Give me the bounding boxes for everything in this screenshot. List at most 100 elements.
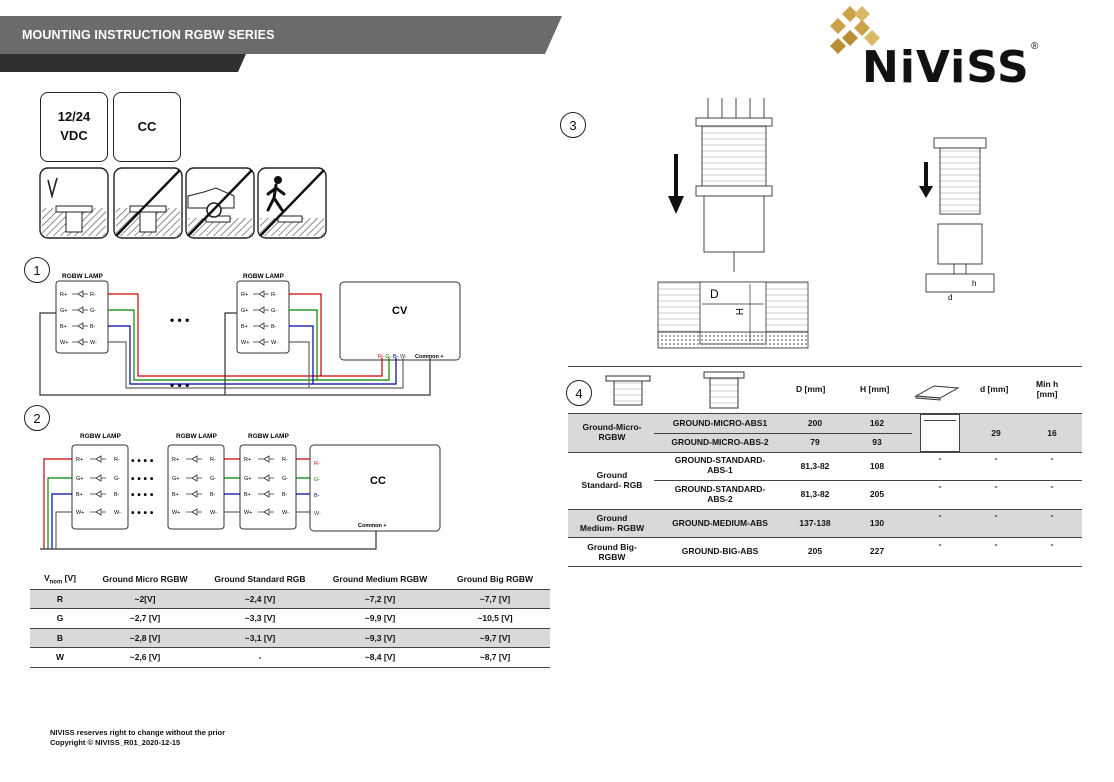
svg-text:W+: W+ bbox=[76, 510, 84, 516]
svg-text:R+: R+ bbox=[172, 457, 179, 463]
svg-text:R-: R- bbox=[114, 457, 120, 463]
step-4-number: 4 bbox=[566, 380, 592, 406]
dim-d: d bbox=[948, 293, 952, 302]
table-row: G~2,7 [V]~3,3 [V]~9,9 [V]~10,5 [V] bbox=[30, 608, 550, 629]
svg-text:B-: B- bbox=[210, 492, 216, 498]
svg-text:R-: R- bbox=[271, 292, 277, 298]
table-row-medium bbox=[568, 509, 1082, 538]
svg-text:Common +: Common + bbox=[358, 523, 387, 529]
current-spec-box: CC bbox=[113, 92, 181, 162]
svg-text:G-: G- bbox=[210, 476, 216, 482]
no-drive-over-icon bbox=[113, 167, 183, 239]
svg-text:R-: R- bbox=[282, 457, 288, 463]
svg-text:G-: G- bbox=[314, 477, 320, 483]
svg-text:B-: B- bbox=[314, 493, 320, 499]
svg-text:G+: G+ bbox=[60, 308, 68, 314]
dim-H: H bbox=[733, 308, 744, 315]
step-2-number: 2 bbox=[24, 405, 50, 431]
svg-text:R+: R+ bbox=[76, 457, 83, 463]
svg-text:G+: G+ bbox=[172, 476, 180, 482]
svg-text:R+: R+ bbox=[241, 292, 248, 298]
svg-text:W-: W- bbox=[114, 510, 121, 516]
col-d-header: d [mm] bbox=[980, 384, 1009, 394]
col-D-header: D [mm] bbox=[796, 384, 826, 394]
lamp1-label: RGBW LAMP bbox=[62, 273, 103, 280]
svg-text:W-: W- bbox=[271, 340, 278, 346]
svg-text:G-: G- bbox=[282, 476, 288, 482]
svg-text:B+: B+ bbox=[76, 492, 83, 498]
brand-logo: NiViSS bbox=[862, 42, 1030, 93]
dim-D: D bbox=[710, 287, 719, 301]
lamp-thumbnail-tall bbox=[703, 371, 745, 409]
page-title: MOUNTING INSTRUCTION RGBW SERIES bbox=[22, 28, 275, 42]
step-1-number: 1 bbox=[24, 257, 50, 283]
svg-text:G-: G- bbox=[271, 308, 277, 314]
svg-text:B+: B+ bbox=[244, 492, 251, 498]
svg-text:• • • •: • • • • bbox=[131, 456, 154, 467]
svg-text:RGBW LAMP: RGBW LAMP bbox=[176, 433, 217, 440]
footer-note: NIVISS reserves right to change without … bbox=[50, 728, 226, 747]
svg-text:W+: W+ bbox=[244, 510, 252, 516]
svg-text:B+: B+ bbox=[172, 492, 179, 498]
cv-wiring-diagram: RGBW LAMP RGBW LAMP R+R- G+G- B+B- W+W- … bbox=[39, 273, 461, 396]
chain-dots: • • • bbox=[170, 313, 189, 327]
walk-over-ok-icon bbox=[39, 167, 109, 239]
registered-mark: ® bbox=[1031, 41, 1039, 52]
cover-thumbnail bbox=[914, 385, 960, 401]
col-H-header: H [mm] bbox=[860, 384, 890, 394]
table-row: B~2,8 [V]~3,1 [V]~9,3 [V]~9,7 [V] bbox=[30, 628, 550, 648]
cv-driver-label: CV bbox=[392, 305, 408, 317]
voltage-table: Vnom [V] Ground Micro RGBW Ground Standa… bbox=[30, 570, 550, 668]
svg-text:G+: G+ bbox=[244, 476, 252, 482]
svg-text:W-: W- bbox=[282, 510, 289, 516]
no-car-icon bbox=[185, 167, 255, 239]
svg-text:W+: W+ bbox=[60, 340, 68, 346]
group-big: Ground Big- RGBW bbox=[587, 542, 637, 562]
svg-text:B-: B- bbox=[114, 492, 120, 498]
svg-text:R+: R+ bbox=[244, 457, 251, 463]
vnom-header: Vnom [V] bbox=[43, 572, 77, 586]
table-row: W~2,6 [V]-~8,4 [V]~8,7 [V] bbox=[30, 647, 550, 668]
svg-text:G-: G- bbox=[90, 308, 96, 314]
pedestrian-no-icon bbox=[257, 167, 327, 239]
svg-text:W-: W- bbox=[314, 511, 321, 517]
svg-text:• • • •: • • • • bbox=[131, 474, 154, 485]
svg-text:G-: G- bbox=[114, 476, 120, 482]
svg-text:R- G- B- W-: R- G- B- W- bbox=[378, 354, 407, 360]
svg-text:R-: R- bbox=[314, 461, 320, 467]
svg-text:R-: R- bbox=[210, 457, 216, 463]
svg-text:W-: W- bbox=[90, 340, 97, 346]
header-banner bbox=[0, 16, 562, 54]
svg-text:B-: B- bbox=[271, 324, 277, 330]
usage-icons-row bbox=[39, 167, 327, 239]
table-row-micro bbox=[568, 413, 1082, 453]
svg-text:W+: W+ bbox=[172, 510, 180, 516]
mounting-diagram: D H d h bbox=[657, 98, 995, 349]
svg-text:W-: W- bbox=[210, 510, 217, 516]
svg-text:• • • •: • • • • bbox=[131, 508, 154, 519]
table-header-row: Vnom [V] Ground Micro RGBW Ground Standa… bbox=[30, 570, 550, 590]
logo-mark-icon bbox=[830, 6, 880, 54]
svg-text:B+: B+ bbox=[241, 324, 248, 330]
step-3-number: 3 bbox=[560, 112, 586, 138]
svg-text:G+: G+ bbox=[241, 308, 249, 314]
voltage-spec-box: 12/24 VDC bbox=[40, 92, 108, 162]
svg-text:B-: B- bbox=[90, 324, 96, 330]
col-minh-header: Min h [mm] bbox=[1036, 379, 1059, 399]
group-standard: Ground Standard- RGB bbox=[581, 470, 643, 490]
table-row: R~2[V]~2,4 [V]~7,2 [V]~7,7 [V] bbox=[30, 589, 550, 609]
svg-text:G+: G+ bbox=[76, 476, 84, 482]
dim-h: h bbox=[972, 279, 976, 288]
group-micro: Ground-Micro- RGBW bbox=[582, 422, 642, 442]
cc-driver-label: CC bbox=[370, 475, 386, 487]
svg-text:B-: B- bbox=[282, 492, 288, 498]
header-underbar bbox=[0, 54, 246, 72]
svg-text:RGBW LAMP: RGBW LAMP bbox=[80, 433, 121, 440]
lamp2-label: RGBW LAMP bbox=[243, 273, 284, 280]
group-medium: Ground Medium- RGBW bbox=[579, 513, 645, 533]
svg-text:Common +: Common + bbox=[415, 354, 444, 360]
svg-text:W+: W+ bbox=[241, 340, 249, 346]
svg-text:R+: R+ bbox=[60, 292, 67, 298]
svg-text:R-: R- bbox=[90, 292, 96, 298]
